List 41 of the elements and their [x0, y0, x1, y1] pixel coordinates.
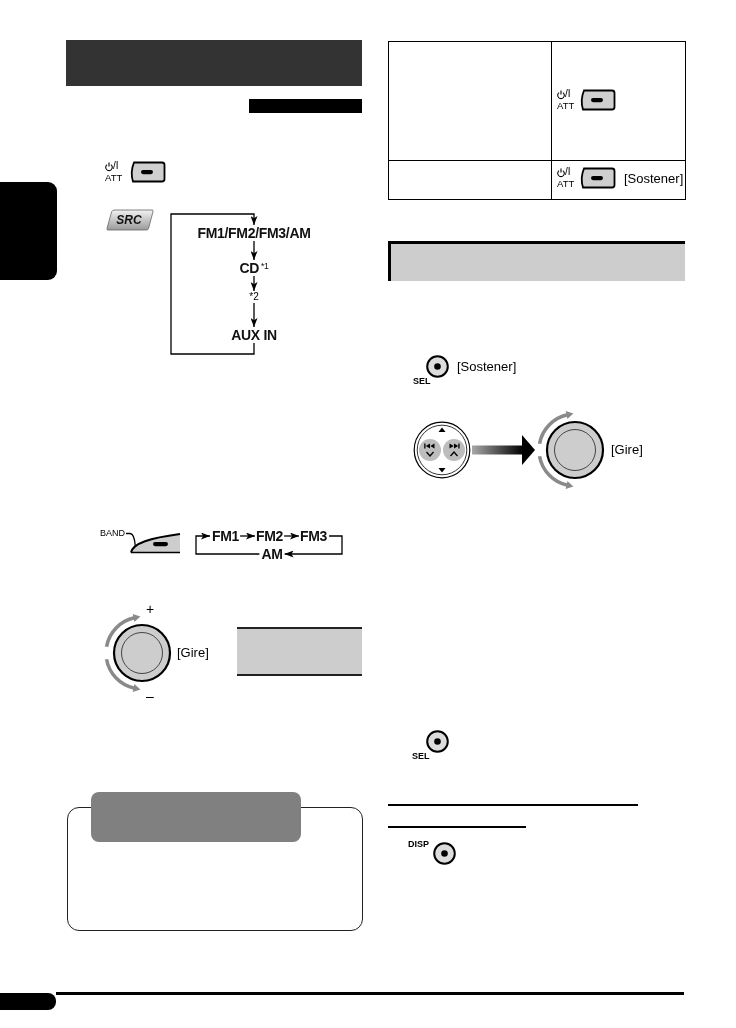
band-label: AM — [261, 547, 283, 561]
control-pad-icon — [413, 421, 471, 479]
key-label: /I — [565, 167, 571, 177]
instruction-text: [Gire] — [611, 443, 643, 456]
direction-label: + — [146, 602, 155, 616]
key-label: BAND — [100, 529, 125, 538]
arrow — [250, 302, 258, 328]
key-label: /I — [565, 89, 571, 99]
key-label: DISP — [408, 840, 429, 849]
key-label: SEL — [412, 752, 430, 761]
direction-label: – — [146, 689, 154, 703]
rotary-knob-icon — [536, 411, 605, 489]
source-label: CD$^{*1}$ — [239, 261, 269, 275]
block-arrow — [472, 435, 535, 465]
key-label: SRC — [116, 214, 142, 226]
arrow — [283, 532, 300, 540]
arrow — [239, 532, 256, 540]
instruction-text: [Sostener] — [624, 172, 684, 185]
footnote-mark: *2 — [249, 292, 259, 302]
arrow — [250, 240, 258, 261]
arrow — [250, 275, 258, 292]
side-tab — [0, 182, 57, 280]
note-tab — [91, 792, 301, 842]
loop-arrow — [283, 535, 343, 558]
source-label: AUX IN — [231, 328, 277, 342]
loop-arrow — [195, 532, 261, 555]
key-label: /I — [113, 161, 119, 171]
key-label: ATT — [557, 179, 575, 189]
key-label: ATT — [105, 173, 123, 183]
band-label: FM3 — [300, 529, 328, 543]
instruction-text: [Sostener] — [457, 360, 517, 373]
instruction-text: [Gire] — [177, 646, 209, 659]
source-label: FM1/FM2/FM3/AM — [197, 226, 311, 240]
key-icon — [130, 533, 181, 554]
loop-arrow — [170, 213, 258, 355]
key-label: ATT — [557, 101, 575, 111]
leader-line — [125, 532, 136, 547]
note-box — [67, 807, 363, 931]
band-label: FM2 — [256, 529, 284, 543]
key-label: SEL — [413, 377, 431, 386]
band-label: FM1 — [212, 529, 240, 543]
